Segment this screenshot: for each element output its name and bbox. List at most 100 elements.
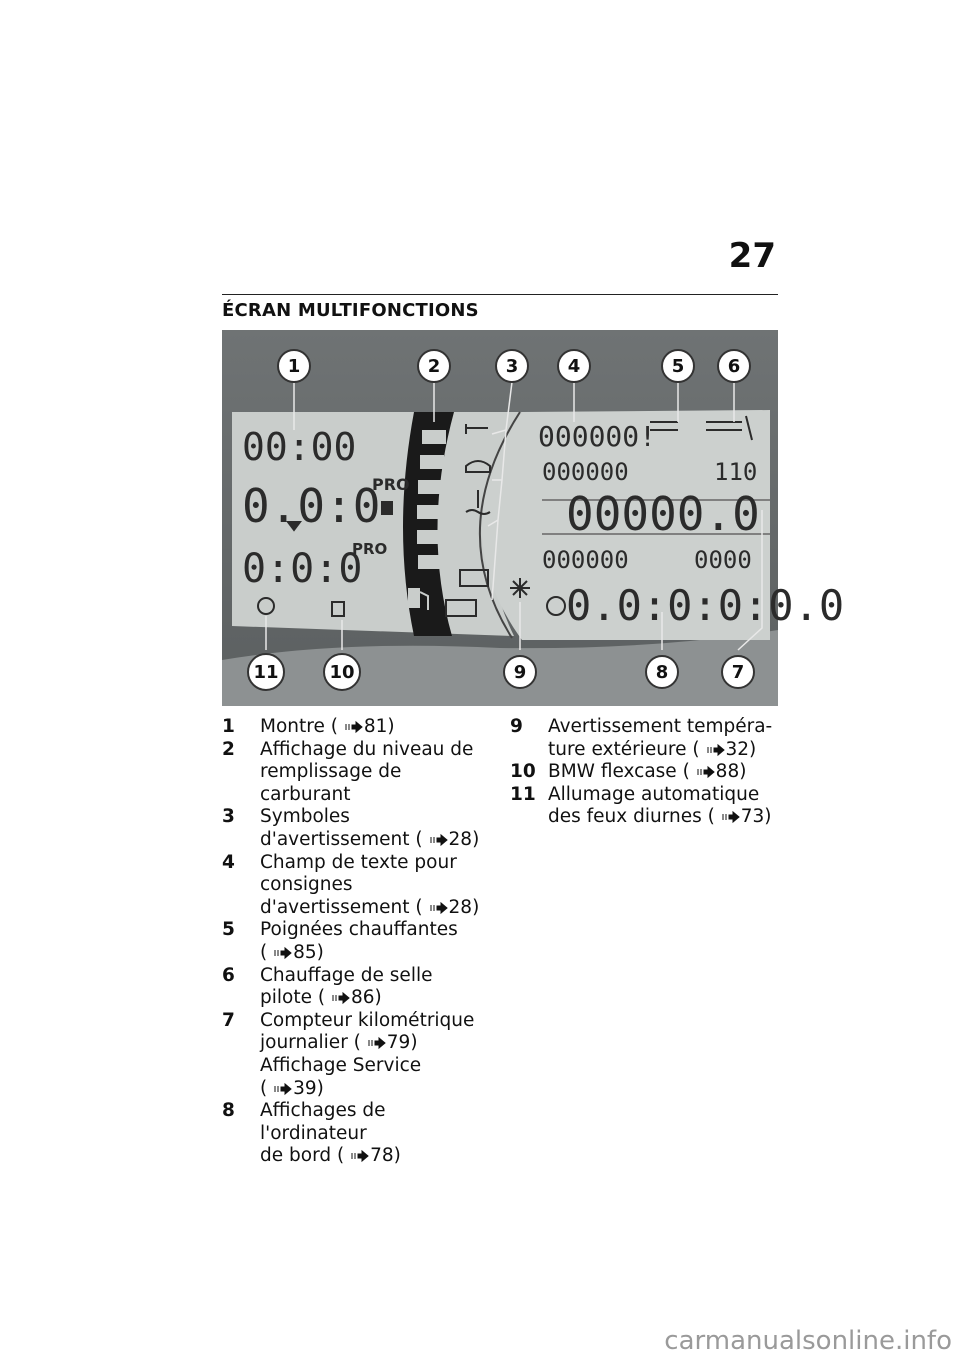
svg-text:5: 5: [672, 356, 685, 377]
page-reference: ( 39): [260, 1077, 324, 1099]
page-ref-number: 73): [740, 806, 772, 828]
svg-text:1: 1: [288, 356, 301, 377]
oil-icon: [465, 460, 491, 473]
legend-number: 9: [510, 716, 523, 737]
svg-text:8: 8: [656, 662, 669, 683]
lcd-row3: 0:0:0: [242, 546, 362, 592]
svg-text:9: 9: [514, 662, 527, 683]
legend-number: 7: [222, 1009, 235, 1031]
legend-item-3: 3 Symboles d'avertissement ( 28): [222, 806, 484, 851]
flexcase-icon: [331, 601, 345, 617]
coolant-icon: [465, 490, 491, 515]
lcd-oc-small: 000000: [542, 546, 629, 574]
page-ref-arrow-icon: [430, 901, 448, 914]
legend-item-6: 6 Chauffage de selle pilote ( 86): [222, 965, 484, 1010]
page-ref-arrow-icon: [707, 743, 725, 756]
callout-3: 3: [495, 349, 529, 383]
header-rule: [222, 294, 778, 295]
page-ref-arrow-icon: [351, 1150, 369, 1163]
plug-icon: [381, 501, 393, 515]
callout-7: 7: [721, 655, 755, 689]
callout-6: 6: [717, 349, 751, 383]
legend-text: Chauffage de selle pilote ( 86): [260, 965, 484, 1010]
page-reference: ( 28): [409, 896, 480, 918]
legend-text: Symboles d'avertissement ( 28): [260, 806, 484, 851]
lcd-clock: 00:00: [242, 425, 356, 469]
legend-line: Poignées chauffantes: [260, 919, 458, 941]
legend-text: Montre ( 81): [260, 716, 484, 739]
page-reference: ( 32): [686, 738, 757, 760]
page-ref-number: 39): [293, 1077, 324, 1099]
callout-5: 5: [661, 349, 695, 383]
svg-text:7: 7: [732, 662, 745, 683]
fuel-pump-icon: [408, 588, 429, 610]
key-icon: [465, 424, 488, 434]
legend-number: 5: [222, 919, 235, 941]
grip-heat-icon: [650, 421, 678, 431]
page-ref-arrow-icon: [274, 946, 292, 960]
legend-line: journalier: [260, 1032, 348, 1054]
callout-1: 1: [277, 349, 311, 383]
page-ref-number: 28): [448, 828, 480, 850]
page-ref-arrow-icon: [345, 720, 363, 734]
legend-item-9: 9 Avertissement tempéra-ture extérieure (…: [510, 716, 778, 761]
page-ref-number: 28): [448, 896, 480, 918]
legend-item-5: 5 Poignées chauffantes ( 85): [222, 919, 484, 964]
lcd-left: [232, 412, 522, 636]
callout-lines: [265, 381, 763, 651]
legend-number: 1: [222, 716, 235, 737]
watermark: carmanualsonline.info: [664, 1326, 952, 1356]
page-reference: ( 88): [676, 761, 747, 783]
page-reference: ( 81): [324, 716, 395, 737]
page-ref-number: 88): [715, 761, 747, 783]
legend-number: 2: [222, 738, 235, 760]
multifunction-display-figure: 00:00 0.0:0 0:0:0 000000! 000000 110 000…: [222, 330, 844, 706]
page-number: 27: [728, 236, 776, 276]
page-reference: ( 85): [260, 941, 324, 963]
callout-9: 9: [503, 655, 537, 689]
legend-text: Avertissement tempéra-ture extérieure ( …: [548, 716, 778, 761]
page-ref-arrow-icon: [697, 766, 715, 779]
battery-icon: [445, 599, 477, 617]
separator: [479, 411, 521, 639]
page-ref-arrow-icon: [722, 811, 740, 824]
lcd-message: 000000!: [538, 420, 656, 453]
page-ref-number: 81): [363, 716, 395, 737]
lcd-trip-small: 000000: [542, 458, 629, 486]
page-ref-number: 78): [370, 1145, 401, 1167]
legend-line: Allumage automatique: [548, 783, 760, 805]
legend-number: 4: [222, 851, 235, 873]
legend-text: Poignées chauffantes ( 85): [260, 919, 484, 964]
bezel: [222, 630, 778, 706]
page-ref-number: 79): [386, 1032, 418, 1054]
legend-item-1: 1 Montre ( 81): [222, 716, 484, 739]
page-reference: ( 79): [347, 1032, 418, 1054]
lcd-pro-1: PRO: [372, 475, 410, 494]
callout-11: 11: [247, 653, 285, 691]
legend-line: consignes d'avertissement: [260, 874, 410, 918]
fuel-gauge-segments: [417, 430, 446, 569]
callout-4: 4: [557, 349, 591, 383]
lcd-oc-small2: 0000: [694, 546, 752, 574]
svg-text:11: 11: [253, 662, 278, 683]
svg-text:4: 4: [568, 356, 581, 377]
legend-extra-line: Affichage Service: [260, 1054, 422, 1076]
legend-number: 3: [222, 806, 235, 828]
page-ref-arrow-icon: [368, 1037, 386, 1050]
legend-line: des feux diurnes: [548, 806, 702, 828]
page-ref-number: 32): [725, 738, 757, 760]
legend-line: remplissage de carburant: [260, 761, 402, 805]
legend-number: 6: [222, 964, 235, 986]
lcd-oc-big: 0.0:0:0:0.0: [566, 581, 844, 630]
legend-line: Champ de texte pour: [260, 851, 457, 873]
svg-text:2: 2: [428, 356, 441, 377]
down-triangle-icon: [286, 521, 302, 532]
